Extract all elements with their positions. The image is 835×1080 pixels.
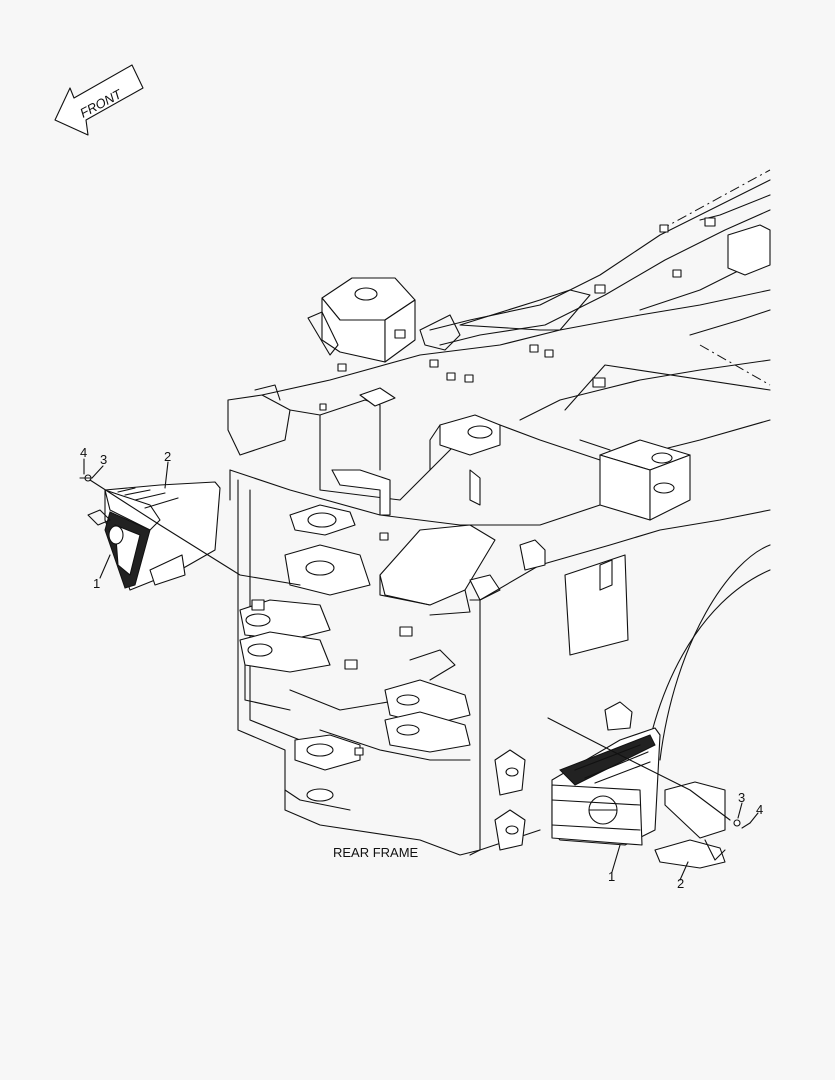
callout-left-2: 2	[164, 449, 171, 464]
callout-left-3: 3	[100, 452, 107, 467]
bosses	[251, 217, 716, 756]
left-chock-bracket	[149, 554, 186, 586]
callout-right-4: 4	[756, 802, 763, 817]
callout-left-1: 1	[93, 576, 100, 591]
rear-frame	[227, 169, 771, 856]
callout-right-3: 3	[738, 790, 745, 805]
callout-right-1: 1	[608, 869, 615, 884]
callout-right-2: 2	[677, 876, 684, 891]
callout-left-4: 4	[80, 445, 87, 460]
front-arrow: FRONT	[54, 64, 144, 136]
callout-leaders	[83, 458, 759, 881]
right-chock-bracket	[664, 781, 726, 839]
right-chock-assembly	[547, 717, 751, 869]
left-chock-assembly	[79, 474, 301, 591]
rear-frame-caption: REAR FRAME	[333, 845, 419, 860]
